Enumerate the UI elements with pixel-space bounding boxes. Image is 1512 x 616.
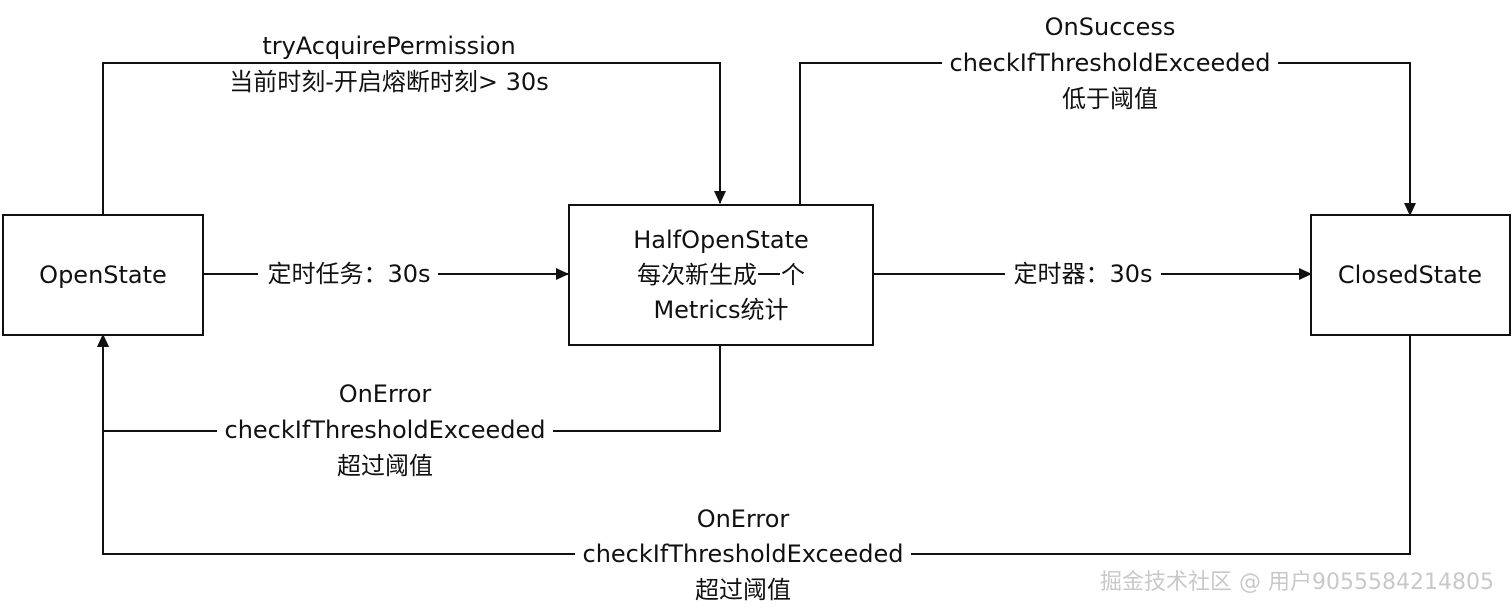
node-half-open-state[interactable]: HalfOpenState 每次新生成一个 Metrics统计 [568,204,874,346]
edge-label-open-to-half-timer: 定时任务：30s [267,260,430,288]
edge-label-half-to-closed-timer: 定时器：30s [1013,260,1152,288]
edge-label-success-line-2: checkIfThresholdExceeded [950,49,1271,77]
edge-label-success-line-3: 低于阈值 [1062,85,1158,113]
edge-label-closed-error-line-1: OnError [697,505,790,533]
node-closed-state-label: ClosedState [1338,261,1482,289]
node-closed-state[interactable]: ClosedState [1310,214,1511,336]
edge-label-half-error-line-2: checkIfThresholdExceeded [225,416,546,444]
node-open-state[interactable]: OpenState [2,214,204,336]
node-half-open-state-line-2: 每次新生成一个 [637,261,805,289]
node-half-open-state-line-3: Metrics统计 [653,296,788,324]
edge-label-acquire-line-2: 当前时刻-开启熔断时刻> 30s [229,68,548,96]
edge-label-success-line-1: OnSuccess [1045,13,1176,41]
edge-label-closed-error-line-2: checkIfThresholdExceeded [583,540,904,568]
edge-label-half-error-line-3: 超过阈值 [337,452,433,480]
node-open-state-label: OpenState [39,261,167,289]
watermark: 掘金技术社区 @ 用户9055584214805 [1100,570,1494,595]
edge-label-acquire-line-1: tryAcquirePermission [262,32,515,60]
node-half-open-state-line-1: HalfOpenState [633,226,809,254]
edge-label-half-error-line-1: OnError [339,380,432,408]
edge-label-closed-error-line-3: 超过阈值 [695,576,791,604]
edge-open-to-half-acquire [102,62,726,214]
